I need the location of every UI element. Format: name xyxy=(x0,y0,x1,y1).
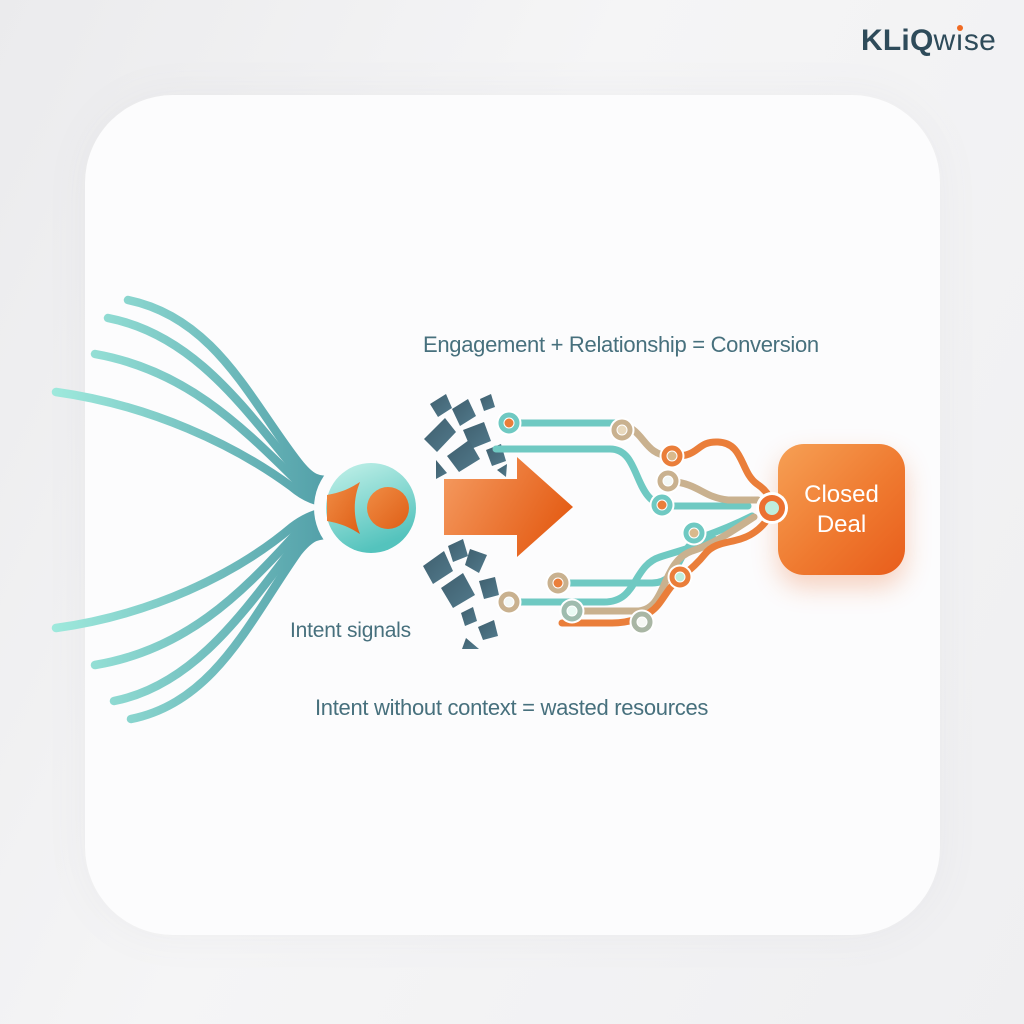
flow-arrow-icon xyxy=(444,457,573,557)
closed-deal-label: Closed Deal xyxy=(804,480,879,538)
circuit-nodes-icon xyxy=(496,410,707,635)
logo-orange-i-dot xyxy=(956,25,963,31)
intent-signals-label: Intent signals xyxy=(290,619,411,642)
headline-conversion-formula: Engagement + Relationship = Conversion xyxy=(423,332,819,357)
context-filter-icon xyxy=(314,451,428,565)
noise-shards-top-icon xyxy=(424,394,507,479)
intent-signal-lines-icon xyxy=(51,295,337,724)
logo-text-kliq: KLiQ xyxy=(861,24,934,57)
noise-shards-bottom-icon xyxy=(423,539,508,649)
wasted-resources-caption: Intent without context = wasted resource… xyxy=(315,695,709,720)
closed-deal-box: Closed Deal xyxy=(778,444,905,575)
hub-connection-node-icon xyxy=(759,495,785,521)
